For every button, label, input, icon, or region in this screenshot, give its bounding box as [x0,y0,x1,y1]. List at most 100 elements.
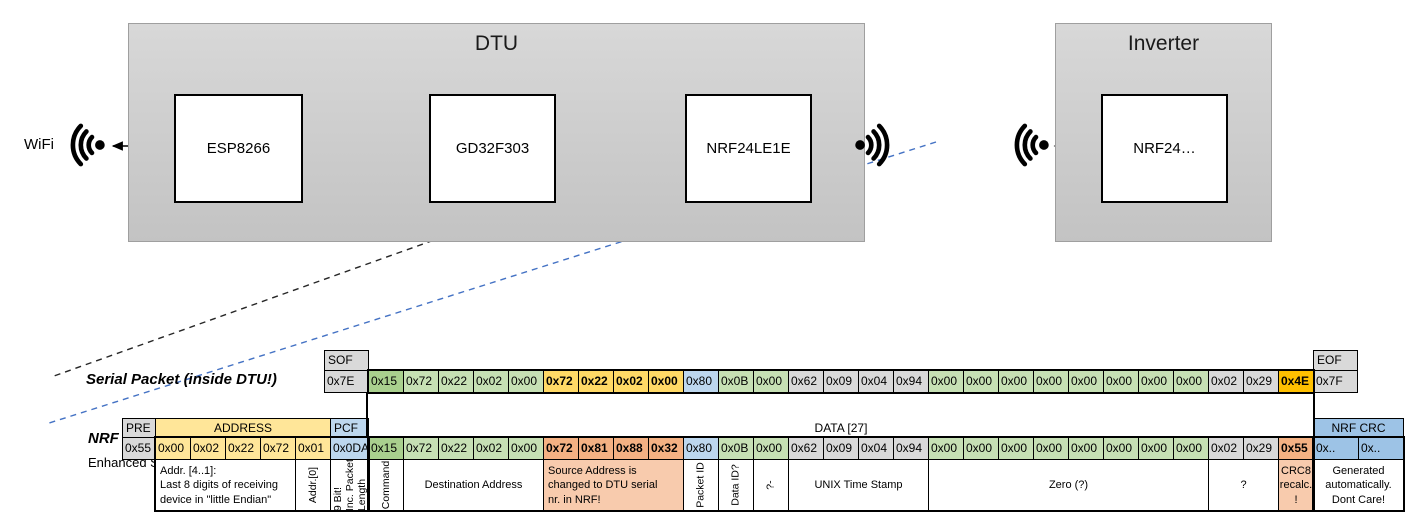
nrf-crc-header: NRF CRC [1313,418,1404,438]
nrf-address-byte-cell: 0x02 [190,437,226,460]
nrf-crc-byte-cell: 0x.. [1358,437,1404,460]
nrf-byte-cell: 0x15 [368,437,404,460]
serial-byte-cell: 0x94 [893,370,929,393]
nrf-byte-cell: 0x88 [613,437,649,460]
gd32f303-box: GD32F303 [429,94,556,203]
pre-byte: 0x55 [122,437,156,460]
nrf-byte-cell: 0x00 [753,437,789,460]
annotation-addr41: Addr. [4..1]: Last 8 digits of receiving… [155,459,296,512]
wifi-icon [1002,116,1056,179]
serial-byte-cell: 0x15 [368,370,404,393]
address-header: ADDRESS [155,418,331,438]
serial-byte-cell: 0x22 [438,370,474,393]
nrf-byte-cell: 0x94 [893,437,929,460]
nrf-address-byte-cell: 0x72 [260,437,296,460]
nrf-byte-cell: 0x62 [788,437,824,460]
nrf-byte-cell: 0x0B [718,437,754,460]
sof-header: SOF [324,350,369,371]
data-header: DATA [27] [814,421,868,435]
nrf24-box: NRF24… [1101,94,1228,203]
serial-byte-cell: 0x00 [753,370,789,393]
pcf-byte: 0x0DA [330,437,369,460]
annotation-unix: UNIX Time Stamp [788,459,929,512]
annotation-zero: Zero (?) [928,459,1209,512]
table-connector-line [366,392,368,438]
serial-byte-cell: 0x22 [578,370,614,393]
serial-byte-cell: 0x72 [403,370,439,393]
table-connector-line [1313,392,1315,438]
serial-packet-label: Serial Packet (inside DTU!) [86,371,277,388]
nrf-byte-cell: 0x22 [438,437,474,460]
nrf-byte-cell: 0x72 [543,437,579,460]
dtu-title: DTU [474,32,519,55]
nrf-byte-cell: 0x32 [648,437,684,460]
annotation-unknown2: ? [1208,459,1279,512]
nrf-byte-cell: 0x80 [683,437,719,460]
serial-byte-cell: 0x00 [1068,370,1104,393]
nrf-byte-cell: 0x00 [1138,437,1174,460]
nrf-byte-cell: 0x00 [1103,437,1139,460]
esp8266-box: ESP8266 [174,94,303,203]
nrf-byte-cell: 0x02 [473,437,509,460]
eof-byte: 0x7F [1313,370,1358,393]
nrf-byte-cell: 0x04 [858,437,894,460]
inverter-title: Inverter [1127,32,1200,55]
nrf-byte-cell: 0x00 [998,437,1034,460]
annotation-unknown1: ?- [753,459,789,512]
annotation-nrf-crc-note: Generated automatically. Dont Care! [1313,459,1404,512]
nrf-byte-cell: 0x00 [928,437,964,460]
serial-byte-cell: 0x62 [788,370,824,393]
serial-byte-cell: 0x00 [1033,370,1069,393]
annotation-addr0: Addr.[0] [295,459,331,512]
annotation-command: Command [368,459,404,512]
serial-byte-cell: 0x00 [1103,370,1139,393]
serial-byte-cell: 0x00 [508,370,544,393]
annotation-data-id: Data ID? [718,459,754,512]
nrf-byte-cell: 0x72 [403,437,439,460]
nrf24le1e-box: NRF24LE1E [685,94,812,203]
serial-byte-cell: 0x0B [718,370,754,393]
serial-byte-cell: 0x80 [683,370,719,393]
inverter-group-box: Inverter NRF24… [1055,23,1272,242]
serial-byte-cell: 0x00 [998,370,1034,393]
nrf-byte-cell: 0x00 [1033,437,1069,460]
nrf-byte-cell: 0x29 [1243,437,1279,460]
nrf-byte-cell: 0x09 [823,437,859,460]
serial-byte-cell: 0x04 [858,370,894,393]
wifi-icon [58,116,112,179]
dtu-group-box: DTU ESP8266 GD32F303 NRF24LE1E [128,23,865,242]
nrf-byte-cell: 0x00 [963,437,999,460]
serial-byte-cell: 0x00 [1173,370,1209,393]
eof-header: EOF [1313,350,1358,371]
serial-byte-cell: 0x72 [543,370,579,393]
annotation-packet-id: Packet ID [683,459,719,512]
nrf-address-byte-cell: 0x00 [155,437,191,460]
annotation-dest-addr: Destination Address [403,459,544,512]
nrf-byte-cell: 0x02 [1208,437,1244,460]
serial-byte-cell: 0x02 [473,370,509,393]
annotation-pcf-note: 9 Bit! Inc. Packet Length [330,459,369,512]
nrf-address-byte-cell: 0x22 [225,437,261,460]
pre-header: PRE [122,418,156,438]
serial-byte-cell: 0x02 [1208,370,1244,393]
serial-byte-cell: 0x09 [823,370,859,393]
annotation-crc8: CRC8 recalc. ! [1278,459,1314,512]
serial-byte-cell: 0x00 [648,370,684,393]
nrf-byte-cell: 0x00 [508,437,544,460]
wifi-label: WiFi [24,136,54,153]
nrf-address-byte-cell: 0x01 [295,437,331,460]
wifi-icon [848,116,902,179]
nrf-crc-byte-cell: 0x.. [1313,437,1359,460]
serial-byte-cell: 0x00 [928,370,964,393]
serial-byte-cell: 0x00 [1138,370,1174,393]
serial-byte-cell: 0x4E [1278,370,1314,393]
nrf-byte-cell: 0x55 [1278,437,1314,460]
sof-byte: 0x7E [324,370,369,393]
nrf-byte-cell: 0x00 [1173,437,1209,460]
serial-byte-cell: 0x00 [963,370,999,393]
nrf-byte-cell: 0x00 [1068,437,1104,460]
annotation-src-addr: Source Address is changed to DTU serial … [543,459,684,512]
nrf-byte-cell: 0x81 [578,437,614,460]
serial-byte-cell: 0x02 [613,370,649,393]
